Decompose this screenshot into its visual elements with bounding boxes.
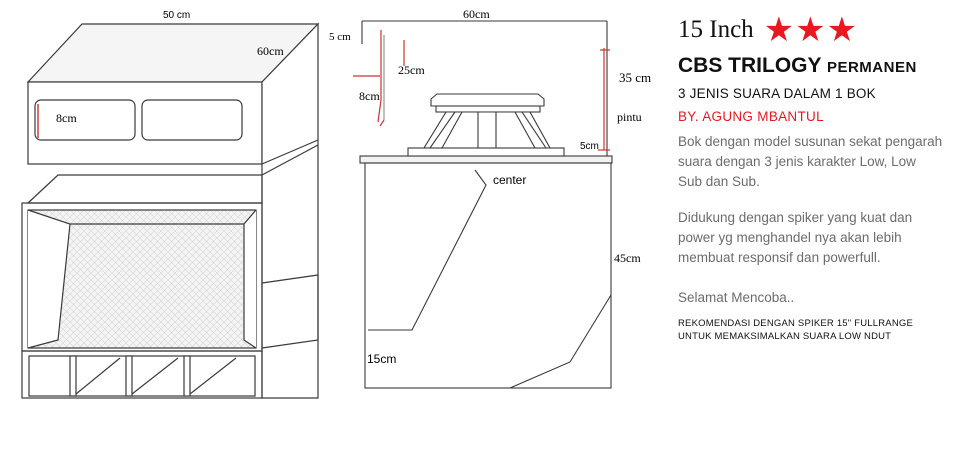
box-right-side: [261, 22, 319, 399]
author-credit: BY. AGUNG MBANTUL: [678, 109, 824, 124]
star-icon: ★: [795, 11, 826, 49]
front-view: [21, 22, 320, 399]
side-door-label: pintu: [617, 110, 642, 124]
product-title: CBS TRILOGY PERMANEN: [678, 54, 953, 78]
speaker-shelf: [359, 155, 613, 164]
bottom-front-panel: [21, 350, 263, 399]
port-right: [141, 99, 243, 141]
middle-shelf: [26, 174, 263, 204]
front-width-label: 50 cm: [163, 10, 190, 21]
side-center-label: center: [493, 173, 526, 187]
side-horn-label: 25cm: [398, 63, 425, 77]
description-paragraph-1: Bok dengan model susunan sekat pengarah …: [678, 134, 943, 189]
subtitle: 3 JENIS SUARA DALAM 1 BOK: [678, 86, 876, 101]
speaker-magnet: [430, 93, 545, 107]
recommendation-note: REKOMENDASI DENGAN SPIKER 15" FULLRANGE …: [678, 318, 914, 342]
side-upper-height-label: 35 cm: [619, 70, 651, 85]
star-icon: ★: [826, 11, 858, 49]
star-icon: ★: [763, 11, 795, 49]
title-row: 15 Inch ★ ★ ★: [678, 10, 953, 50]
side-top-gap-label: 5 cm: [329, 31, 351, 43]
bottom-divider-3: [183, 355, 191, 397]
bottom-divider-2: [125, 355, 133, 397]
speaker-cone-base: [407, 147, 565, 157]
port-left: [34, 99, 136, 141]
side-bottom-label: 15cm: [367, 352, 396, 366]
upper-front-panel: [27, 81, 263, 165]
side-port-label: 8cm: [359, 89, 380, 103]
side-lower-height-label: 45cm: [614, 251, 641, 265]
front-port-label: 8cm: [56, 111, 77, 125]
product-name: CBS TRILOGY: [678, 54, 822, 77]
info-panel: 15 Inch ★ ★ ★ CBS TRILOGY PERMANEN 3 JEN…: [678, 10, 953, 343]
front-depth-label: 60cm: [257, 44, 284, 58]
product-suffix: PERMANEN: [826, 59, 917, 76]
horn-panel: [368, 169, 487, 331]
speaker-size-title: 15 Inch: [678, 16, 754, 43]
speaker-box-drawing: 50 cm 60cm 8cm: [21, 7, 651, 399]
side-shelf-label: 5cm: [580, 141, 599, 152]
lower-chamber: [364, 162, 612, 389]
side-view: [359, 20, 613, 389]
side-width-label: 60cm: [463, 7, 490, 21]
description-paragraph-2: Didukung dengan spiker yang kuat dan pow…: [678, 210, 913, 265]
bottom-divider-1: [69, 355, 77, 397]
closing-text: Selamat Mencoba..: [678, 290, 795, 305]
